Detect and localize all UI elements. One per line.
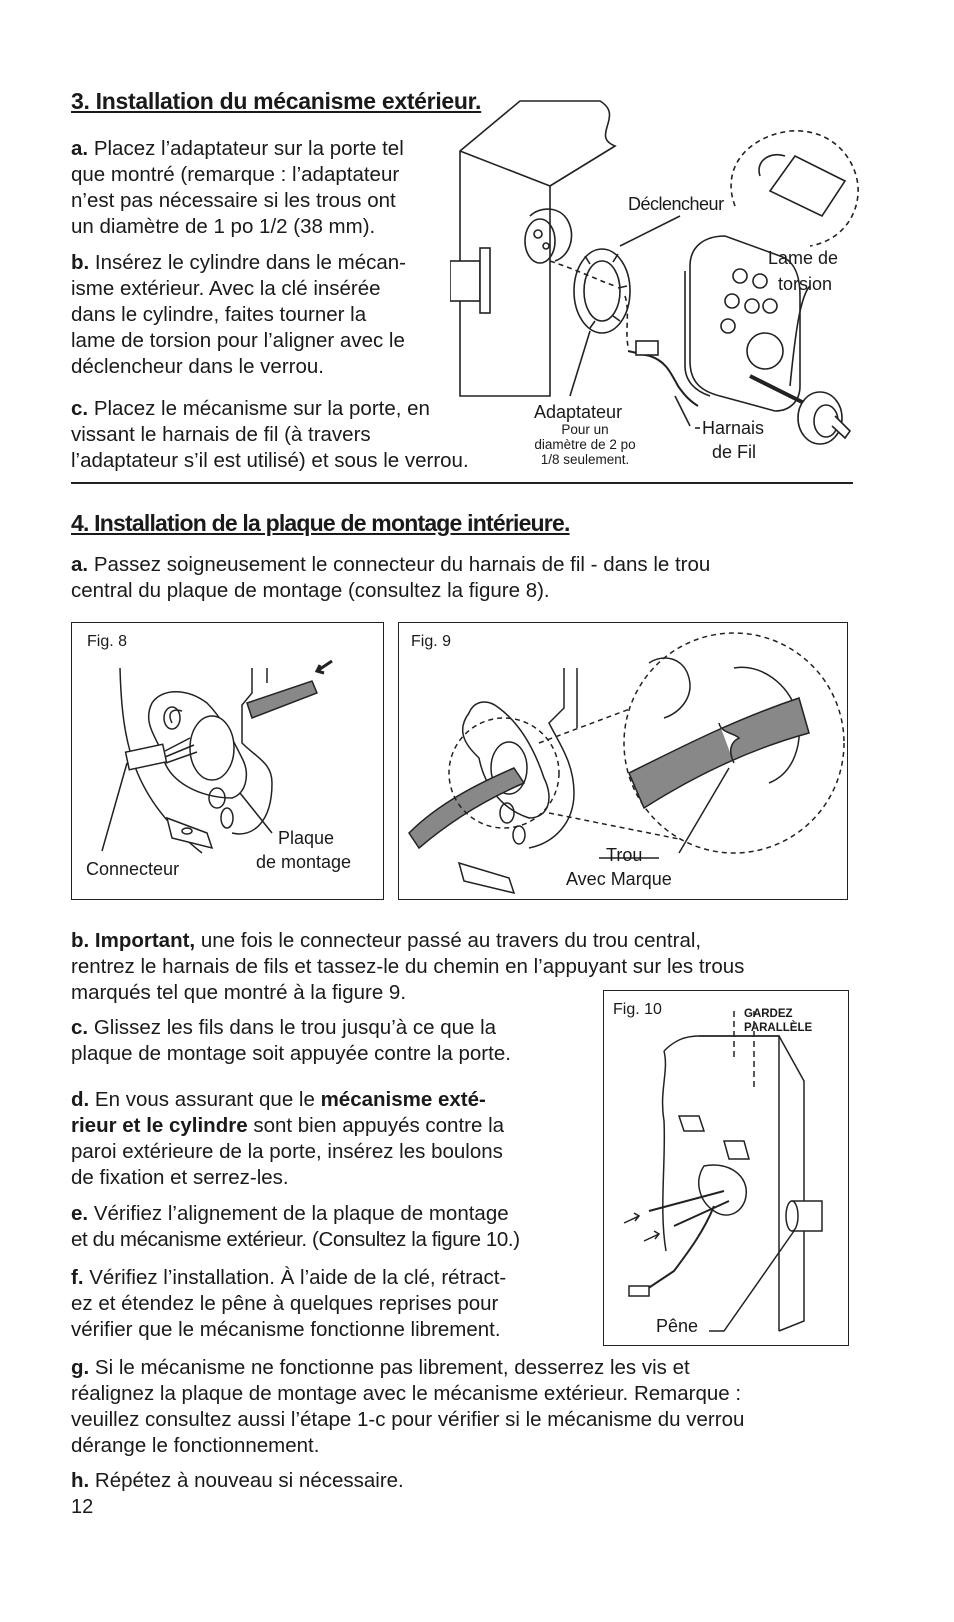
label-plaque: Plaque <box>278 828 335 848</box>
text-line: Vérifiez l’installation. À l’aide de la … <box>89 1266 507 1289</box>
text-line: Répétez à nouveau si nécessaire. <box>94 1469 404 1492</box>
step-4a: a. Passez soigneusement le connecteur du… <box>71 552 851 604</box>
label-connecteur: Connecteur <box>86 859 180 879</box>
section-3-title: 3. Installation du mécanisme extérieur. <box>71 88 482 114</box>
bold-text: mécanisme exté- <box>320 1088 486 1111</box>
label-lame: Lame de <box>768 248 839 268</box>
step-letter: c. <box>71 1016 89 1039</box>
step-4d: d. En vous assurant que le mécanisme ext… <box>71 1087 591 1191</box>
text-line: Passez soigneusement le connecteur du ha… <box>93 553 711 576</box>
text-line: Placez le mécanisme sur la porte, en <box>93 397 430 420</box>
label-declencheur: Déclencheur <box>628 194 724 214</box>
note-line: 1/8 seulement. <box>540 452 630 467</box>
figure-caption: Fig. 9 <box>411 633 452 650</box>
label-de-fil: de Fil <box>712 442 757 462</box>
text-line: Placez l’adaptateur sur la porte tel <box>93 137 404 160</box>
label-harnais: Harnais <box>702 418 765 438</box>
figure-10: Fig. 10 GARDEZ PARALLÈLE Pêne <box>603 990 849 1346</box>
text-line: isme extérieur. Avec la clé insérée <box>71 277 381 300</box>
text-line: déclencheur dans le verrou. <box>71 355 324 378</box>
text-line: de fixation et serrez-les. <box>71 1166 289 1189</box>
figure-10-drawing <box>623 1011 823 1332</box>
step-letter: g. <box>71 1356 90 1379</box>
text-line: Vérifiez l’alignement de la plaque de mo… <box>93 1202 509 1225</box>
text-line: veuillez consultez aussi l’étape 1-c pou… <box>71 1408 745 1431</box>
label-adaptateur: Adaptateur <box>534 402 623 422</box>
label-trou: Trou <box>606 845 643 865</box>
step-letter: h. <box>71 1469 90 1492</box>
text-line: paroi extérieure de la porte, insérez le… <box>71 1140 503 1163</box>
step-4f: f. Vérifiez l’installation. À l’aide de … <box>71 1265 591 1343</box>
text-line: Glissez les fils dans le trou jusqu’à ce… <box>93 1016 497 1039</box>
figure-9: Fig. 9 Trou Avec Marque <box>398 622 848 900</box>
figure-8-drawing <box>101 659 333 854</box>
exterior-mechanism-figure: Déclencheur Lame de torsion Adaptateur P… <box>450 96 860 476</box>
step-4h: h. Répétez à nouveau si nécessaire. <box>71 1468 861 1494</box>
step-letter: c. <box>71 397 89 420</box>
text-line: un diamètre de 1 po 1/2 (38 mm). <box>71 215 376 238</box>
step-letter: d. <box>71 1088 90 1111</box>
label-pene: Pêne <box>656 1316 699 1336</box>
exterior-mechanism-drawing <box>450 100 859 445</box>
step-letter: e. <box>71 1202 89 1225</box>
text-line: rentrez le harnais de fils et tassez-le … <box>71 955 745 978</box>
text-line: sont bien appuyés contre la <box>253 1114 505 1137</box>
important-label: b. Important, <box>71 929 196 952</box>
text-line: ez et étendez le pêne à quelques reprise… <box>71 1292 499 1315</box>
step-letter: a. <box>71 137 89 160</box>
step-4b: b. Important, une fois le connecteur pas… <box>71 928 861 1006</box>
label-torsion: torsion <box>778 274 833 294</box>
text-line: marqués tel que montré à la figure 9. <box>71 981 407 1004</box>
text-line: et du mécanisme extérieur. (Consultez la… <box>71 1228 520 1251</box>
text-line: Insérez le cylindre dans le mécan- <box>94 251 406 274</box>
step-4c: c. Glissez les fils dans le trou jusqu’à… <box>71 1015 591 1067</box>
step-4g: g. Si le mécanisme ne fonctionne pas lib… <box>71 1355 861 1459</box>
text-line: vérifier que le mécanisme fonctionne lib… <box>71 1318 501 1341</box>
text-line: plaque de montage soit appuyée contre la… <box>71 1042 511 1065</box>
page-number: 12 <box>71 1496 94 1518</box>
step-letter: b. <box>71 251 90 274</box>
figure-caption: Fig. 10 <box>613 1001 662 1018</box>
text-line: réalignez la plaque de montage avec le m… <box>71 1382 742 1405</box>
adaptateur-note: Pour un diamètre de 2 po 1/8 seulement. <box>510 422 660 467</box>
label-line: PARALLÈLE <box>744 1022 813 1034</box>
note-line: diamètre de 2 po <box>534 437 636 452</box>
text-line: dérange le fonctionnement. <box>71 1434 320 1457</box>
figure-9-drawing <box>408 632 845 895</box>
text-line: n’est pas nécessaire si les trous ont <box>71 189 396 212</box>
text-line: En vous assurant que le <box>94 1088 315 1111</box>
text-line: dans le cylindre, faites tourner la <box>71 303 367 326</box>
step-letter: f. <box>71 1266 84 1289</box>
step-3c: c. Placez le mécanisme sur la porte, en … <box>71 396 531 474</box>
label-avec-marque: Avec Marque <box>566 869 672 889</box>
section-divider <box>71 482 853 484</box>
label-de-montage: de montage <box>256 852 352 872</box>
text-line: Si le mécanisme ne fonctionne pas librem… <box>94 1356 690 1379</box>
bold-text: rieur et le cylindre <box>71 1114 248 1137</box>
gardez-parallele-label: GARDEZ PARALLÈLE <box>744 1007 812 1035</box>
step-3b: b. Insérez le cylindre dans le mécan- is… <box>71 250 461 380</box>
figure-caption: Fig. 8 <box>87 633 128 650</box>
text-line: l’adaptateur s’il est utilisé) et sous l… <box>71 449 469 472</box>
text-line: une fois le connecteur passé au travers … <box>200 929 702 952</box>
text-line: central du plaque de montage (consultez … <box>71 579 550 602</box>
section-4-title: 4. Installation de la plaque de montage … <box>71 510 570 536</box>
figure-8: Fig. 8 Connecteur Plaque de montage <box>71 622 384 900</box>
step-4e: e. Vérifiez l’alignement de la plaque de… <box>71 1201 591 1253</box>
note-line: Pour un <box>561 422 609 437</box>
label-line: GARDEZ <box>744 1008 793 1020</box>
text-line: vissant le harnais de fil (à travers <box>71 423 371 446</box>
step-letter: a. <box>71 553 89 576</box>
text-line: lame de torsion pour l’aligner avec le <box>71 329 405 352</box>
step-3a: a. Placez l’adaptateur sur la porte tel … <box>71 136 461 240</box>
text-line: que montré (remarque : l’adaptateur <box>71 163 400 186</box>
